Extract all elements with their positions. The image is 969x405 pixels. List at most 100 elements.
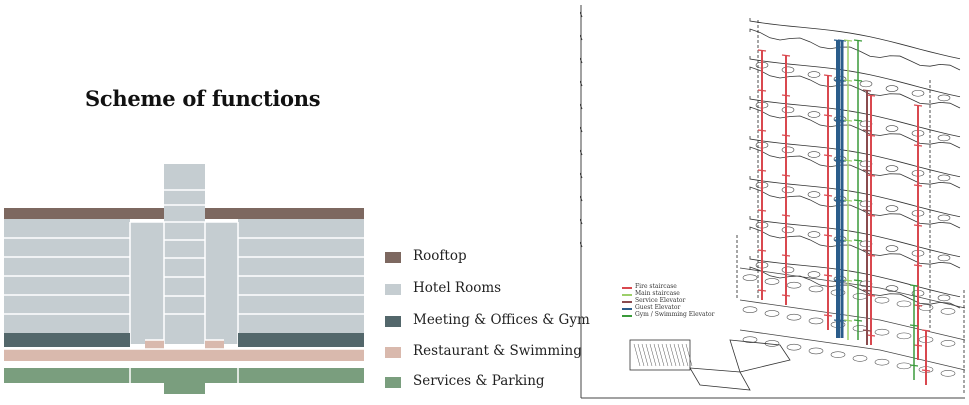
fire-staircase-core-landing	[913, 344, 923, 347]
service-elevator-line-icon	[622, 301, 632, 303]
legend-item-restaurant: Restaurant & Swimming	[385, 343, 585, 363]
fire-staircase-core-landing	[866, 134, 876, 137]
fire-staircase-core-landing	[921, 369, 931, 372]
guest-elevator-core-landing	[837, 199, 847, 202]
room-outline	[859, 80, 873, 88]
room-outline	[807, 271, 821, 278]
fire-staircase-core-landing	[913, 224, 923, 227]
podium-room-outline	[940, 340, 956, 347]
guest-elevator-core-landing	[837, 119, 847, 122]
room-outline	[807, 231, 821, 238]
room-outline	[781, 226, 795, 234]
site-hatch-line	[653, 343, 661, 367]
tower-floor-lines	[164, 189, 205, 315]
restaurant-block-left	[145, 340, 164, 361]
frame-tick	[580, 11, 583, 18]
main-staircase-core-landing	[843, 39, 853, 42]
legend-label: Guest Elevator	[635, 304, 681, 311]
wing-floor-lines	[4, 237, 364, 315]
legend-label: Main staircase	[635, 290, 680, 297]
building-section-diagram	[4, 164, 364, 394]
site-hatch-line	[645, 343, 653, 367]
site-hatch-line	[673, 343, 681, 367]
hotel-rooms-swatch	[385, 284, 401, 295]
room-outline	[781, 106, 795, 114]
room-outline	[885, 205, 899, 212]
legend-item-services: Services & Parking	[385, 373, 585, 393]
legend-label: Gym / Swimming Elevator	[635, 311, 715, 318]
floor-slab-outline	[749, 226, 961, 269]
floor-slab-outline	[749, 18, 961, 60]
podium-room-outline	[896, 362, 912, 370]
podium-room-outline	[896, 332, 912, 340]
gym-elevator-core-landing	[853, 119, 863, 122]
floor-slab-outline	[749, 216, 961, 258]
gym-elevator-line-icon	[622, 315, 632, 317]
podium-room-outline	[874, 358, 890, 366]
frame-tick	[580, 149, 583, 156]
podium-room-outline	[852, 355, 868, 362]
room-outline	[885, 245, 899, 252]
service-elevator-core-landing	[862, 289, 872, 292]
main-staircase-core-landing	[843, 239, 853, 242]
service-elevator-core-landing	[862, 129, 872, 132]
podium-room-outline	[808, 285, 824, 293]
room-outline	[937, 214, 951, 222]
legend-label: Fire staircase	[635, 283, 677, 290]
main-staircase-line-icon	[622, 294, 632, 296]
site-hatch-line	[665, 343, 673, 367]
frame-tick	[580, 126, 583, 133]
frame-tick	[580, 34, 583, 41]
scheme-of-functions-panel: Scheme of functions	[4, 86, 590, 394]
site-hatch-line	[661, 343, 669, 367]
podium-room-outline	[874, 296, 890, 304]
gym-elevator-core-landing	[909, 324, 919, 327]
fire-staircase-core-landing	[757, 89, 767, 92]
main-staircase-core-landing	[843, 279, 853, 282]
service-elevator-core-landing	[862, 249, 872, 252]
room-outline	[885, 285, 899, 292]
floor-slab-outline	[749, 106, 961, 149]
gym-elevator-core-landing	[853, 79, 863, 82]
restaurant-block-right	[205, 340, 224, 361]
podium-room-outline	[786, 343, 802, 351]
legend-label: Services & Parking	[413, 373, 545, 389]
meeting-offices-band-left	[4, 333, 130, 347]
gym-elevator-core-landing	[853, 239, 863, 242]
room-outline	[937, 174, 951, 182]
room-outline	[937, 94, 951, 102]
fire-staircase-core-landing	[866, 254, 876, 257]
podium-room-outline	[940, 370, 956, 377]
floor-slab-outline	[749, 136, 961, 178]
main-staircase-core-landing	[843, 199, 853, 202]
floor-slab-outline	[749, 146, 961, 189]
services-swatch	[385, 377, 401, 388]
room-outline	[937, 294, 951, 302]
fire-staircase-core-landing	[866, 94, 876, 97]
floor-slab-outline	[749, 256, 961, 298]
guest-elevator-core-landing	[837, 279, 847, 282]
room-outline	[807, 111, 821, 118]
podium-room-outline	[830, 351, 846, 358]
fire-staircase-core-landing	[866, 334, 876, 337]
frame-tick	[580, 195, 583, 202]
floor-slab-outline	[749, 56, 961, 98]
frame-tick	[580, 172, 583, 179]
circulation-diagram-panel	[580, 0, 969, 405]
podium-room-outline	[742, 274, 758, 282]
legend-label: Meeting & Offices & Gym	[413, 312, 590, 328]
site-annex-outline	[689, 367, 751, 391]
service-elevator-core-landing	[862, 209, 872, 212]
room-outline	[885, 165, 899, 172]
podium-room-outline	[896, 300, 912, 308]
podium-room-outline	[808, 317, 824, 325]
main-staircase-core-landing	[843, 159, 853, 162]
floor-slab-outline	[749, 266, 961, 309]
inner-column-left	[130, 222, 164, 344]
room-outline	[781, 266, 795, 274]
site-hatch-line	[685, 343, 693, 367]
service-elevator-core-landing	[862, 329, 872, 332]
legend-label: Service Elevator	[635, 297, 686, 304]
site-hatch-line	[657, 343, 665, 367]
legend-item-hotel-rooms: Hotel Rooms	[385, 280, 585, 300]
